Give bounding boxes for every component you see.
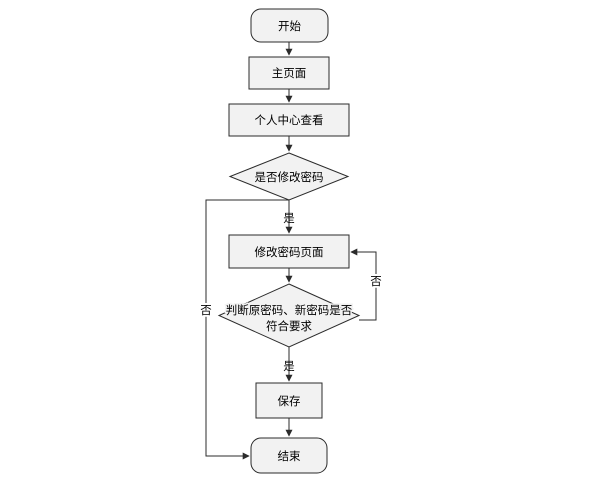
node-start: 开始 [250,8,329,43]
edge-decision-to-end [205,199,289,460]
node-validate-label-line1: 判断原密码、新密码是否 [226,303,353,317]
node-validate: 判断原密码、新密码是否 符合要求 [217,283,361,348]
node-validate-label-line2: 符合要求 [266,319,312,333]
node-home: 主页面 [248,56,330,90]
node-save-label: 保存 [278,394,301,408]
node-decision-change: 是否修改密码 [228,152,350,201]
edge-label-yes-1: 是 [283,211,295,225]
node-end-label: 结束 [278,449,301,463]
edge-label-no-1: 否 [200,303,212,317]
node-profile: 个人中心查看 [228,103,350,137]
edge-label-yes-2: 是 [283,359,295,373]
node-start-label: 开始 [278,19,301,33]
node-end: 结束 [250,437,328,474]
node-home-label: 主页面 [272,66,307,80]
node-change-page-label: 修改密码页面 [255,245,324,259]
node-change-page: 修改密码页面 [228,234,350,269]
node-decision-change-label: 是否修改密码 [255,170,324,184]
node-profile-label: 个人中心查看 [255,113,324,127]
node-save: 保存 [255,382,323,419]
edge-label-no-2: 否 [370,274,382,288]
edge-validate-to-change-page [350,248,377,321]
